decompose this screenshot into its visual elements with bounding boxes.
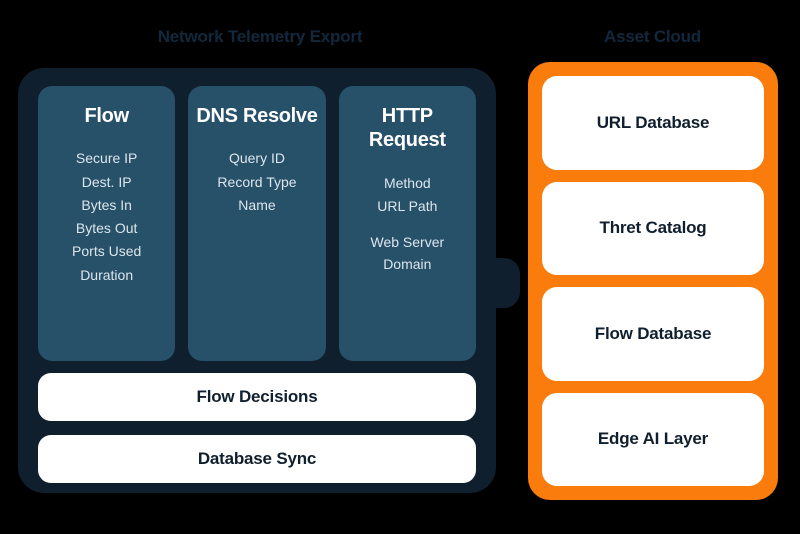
telemetry-panel-heading: Network Telemetry Export [157,27,363,46]
column-item: Name [238,196,276,213]
column-item: Record Type [217,173,297,190]
column-items-dns-resolve: Query ID Record Type Name [217,148,296,216]
flow-arrow-icon [494,258,520,308]
column-title-http-request: HTTP Request [368,105,446,152]
column-item: Secure IP [75,150,138,167]
telemetry-column-http-request: HTTP Request Method URL Path Web Server … [338,86,476,361]
asset-cloud-card-edge-ai-layer: Edge AI Layer [542,392,764,486]
asset-cloud-card-flow-database: Flow Database [542,287,764,381]
column-title-flow: Flow [84,105,129,127]
column-title-dns-resolve: DNS Resolve [196,105,318,127]
telemetry-panel: Flow Secure IP Dest. IP Bytes In Bytes O… [18,68,496,493]
asset-cloud-card-thret-catalog: Thret Catalog [542,181,764,275]
column-item: Ports Used [72,243,142,260]
telemetry-columns-row: Flow Secure IP Dest. IP Bytes In Bytes O… [38,86,476,361]
column-item: Duration [80,266,134,283]
asset-cloud-panel-heading: Asset Cloud [604,27,701,46]
column-item: Bytes Out [75,220,138,237]
column-item: Method [383,174,431,191]
bar-database-sync: Database Sync [38,435,476,483]
column-items-http-request: Method URL Path Web Server Domain [370,173,444,275]
column-item: URL Path [377,198,438,215]
asset-cloud-card-url-database: URL Database [542,76,764,170]
telemetry-column-flow: Flow Secure IP Dest. IP Bytes In Bytes O… [38,86,176,361]
column-item: Bytes In [81,196,132,213]
bar-flow-decisions: Flow Decisions [38,373,476,421]
telemetry-column-dns-resolve: DNS Resolve Query ID Record Type Name [188,86,326,361]
column-item: Dest. IP [81,173,132,190]
column-item: Web Server Domain [370,234,445,272]
column-items-flow: Secure IP Dest. IP Bytes In Bytes Out Po… [72,148,141,286]
asset-cloud-panel: URL Database Thret Catalog Flow Database… [528,62,778,500]
column-item: Query ID [228,150,285,167]
